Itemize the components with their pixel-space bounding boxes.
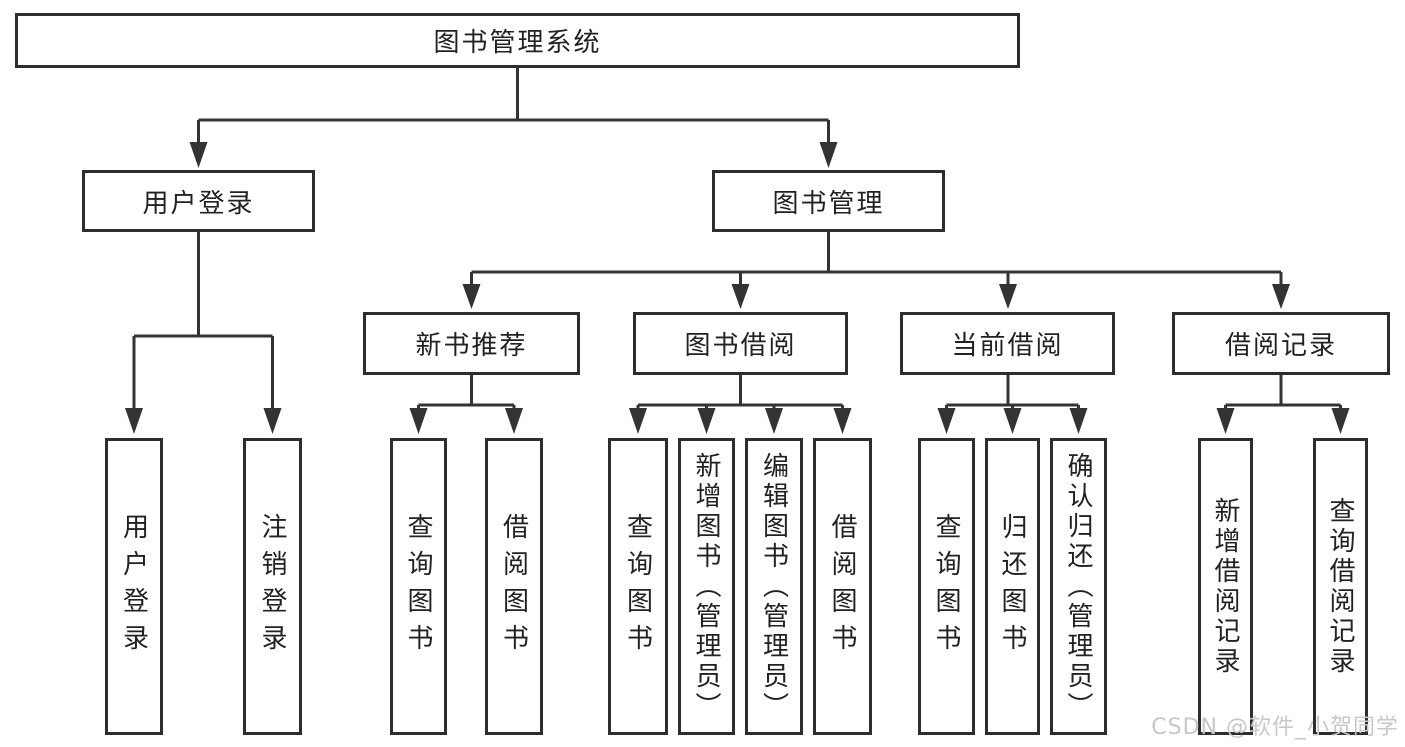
node-current-borrowing: 当前借阅 (900, 312, 1115, 375)
csdn-watermark: CSDN @软件_小贺同学 (1151, 715, 1399, 740)
node-user-login: 用户登录 (82, 170, 315, 232)
leaf-cb-confirm-return-admin: 确认归还（管理员） (1050, 438, 1107, 735)
leaf-bb-borrow-books: 借阅图书 (813, 438, 872, 735)
leaf-user-login: 用户登录 (105, 438, 163, 735)
node-borrowing-records: 借阅记录 (1172, 312, 1390, 375)
leaf-br-query-record: 查询借阅记录 (1313, 438, 1368, 735)
node-library-system: 图书管理系统 (15, 13, 1020, 68)
leaf-bb-query-books: 查询图书 (608, 438, 668, 735)
node-new-book-recommend: 新书推荐 (363, 312, 580, 375)
leaf-cb-return-books: 归还图书 (985, 438, 1040, 735)
node-book-borrowing: 图书借阅 (633, 312, 848, 375)
leaf-cb-query-books: 查询图书 (918, 438, 975, 735)
arrowheads (125, 142, 1350, 434)
leaf-rec-query-books: 查询图书 (390, 438, 447, 735)
leaf-bb-add-books-admin: 新增图书（管理员） (678, 438, 735, 735)
leaf-bb-edit-books-admin: 编辑图书（管理员） (745, 438, 803, 735)
leaf-rec-borrow-books: 借阅图书 (485, 438, 543, 735)
leaf-logout: 注销登录 (243, 438, 302, 735)
node-book-management: 图书管理 (712, 170, 945, 232)
leaf-br-add-record: 新增借阅记录 (1198, 438, 1253, 735)
